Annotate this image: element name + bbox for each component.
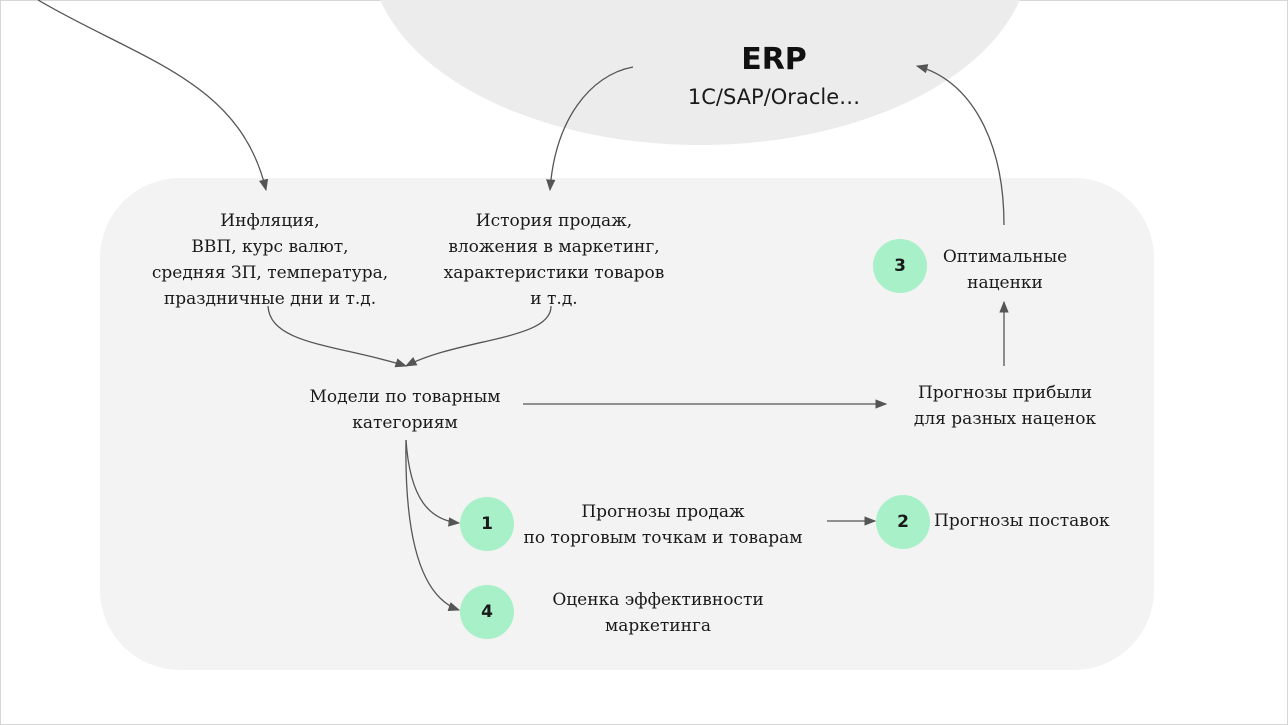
marketing-efficiency-node: Оценка эффективности маркетинга (552, 590, 764, 636)
arrow-markups-to-erp (915, 64, 1005, 226)
analytics-panel (100, 178, 1154, 670)
models-node: Модели по товарным категориям (309, 387, 501, 433)
arrow-models-to-marketing (405, 439, 461, 611)
erp-title: ERP (741, 42, 807, 77)
arrow-models-to-sales (405, 439, 461, 527)
external-factors-node: Инфляция, ВВП, курс валют, средняя ЗП, т… (151, 211, 389, 309)
arrow-erp-to-history (546, 66, 634, 192)
optimal-markups-node: Оптимальные наценки (942, 247, 1068, 293)
badge-2: 2 (876, 495, 930, 549)
supply-forecasts-node: Прогнозы поставок (934, 511, 1110, 531)
arrow-history-to-models (404, 305, 552, 367)
profit-forecasts-node: Прогнозы прибыли для разных наценок (913, 383, 1097, 429)
badge-1: 1 (460, 497, 514, 551)
badge-3: 3 (873, 239, 927, 293)
arrow-factors-to-models (267, 305, 408, 368)
sales-history-node: История продаж, вложения в маркетинг, ха… (443, 211, 665, 309)
sales-forecasts-node: Прогнозы продаж по торговым точкам и тов… (523, 502, 803, 548)
erp-subtitle: 1C/SAP/Oracle… (687, 85, 861, 109)
arrow-external-to-factors (37, 0, 269, 192)
badge-4: 4 (460, 585, 514, 639)
